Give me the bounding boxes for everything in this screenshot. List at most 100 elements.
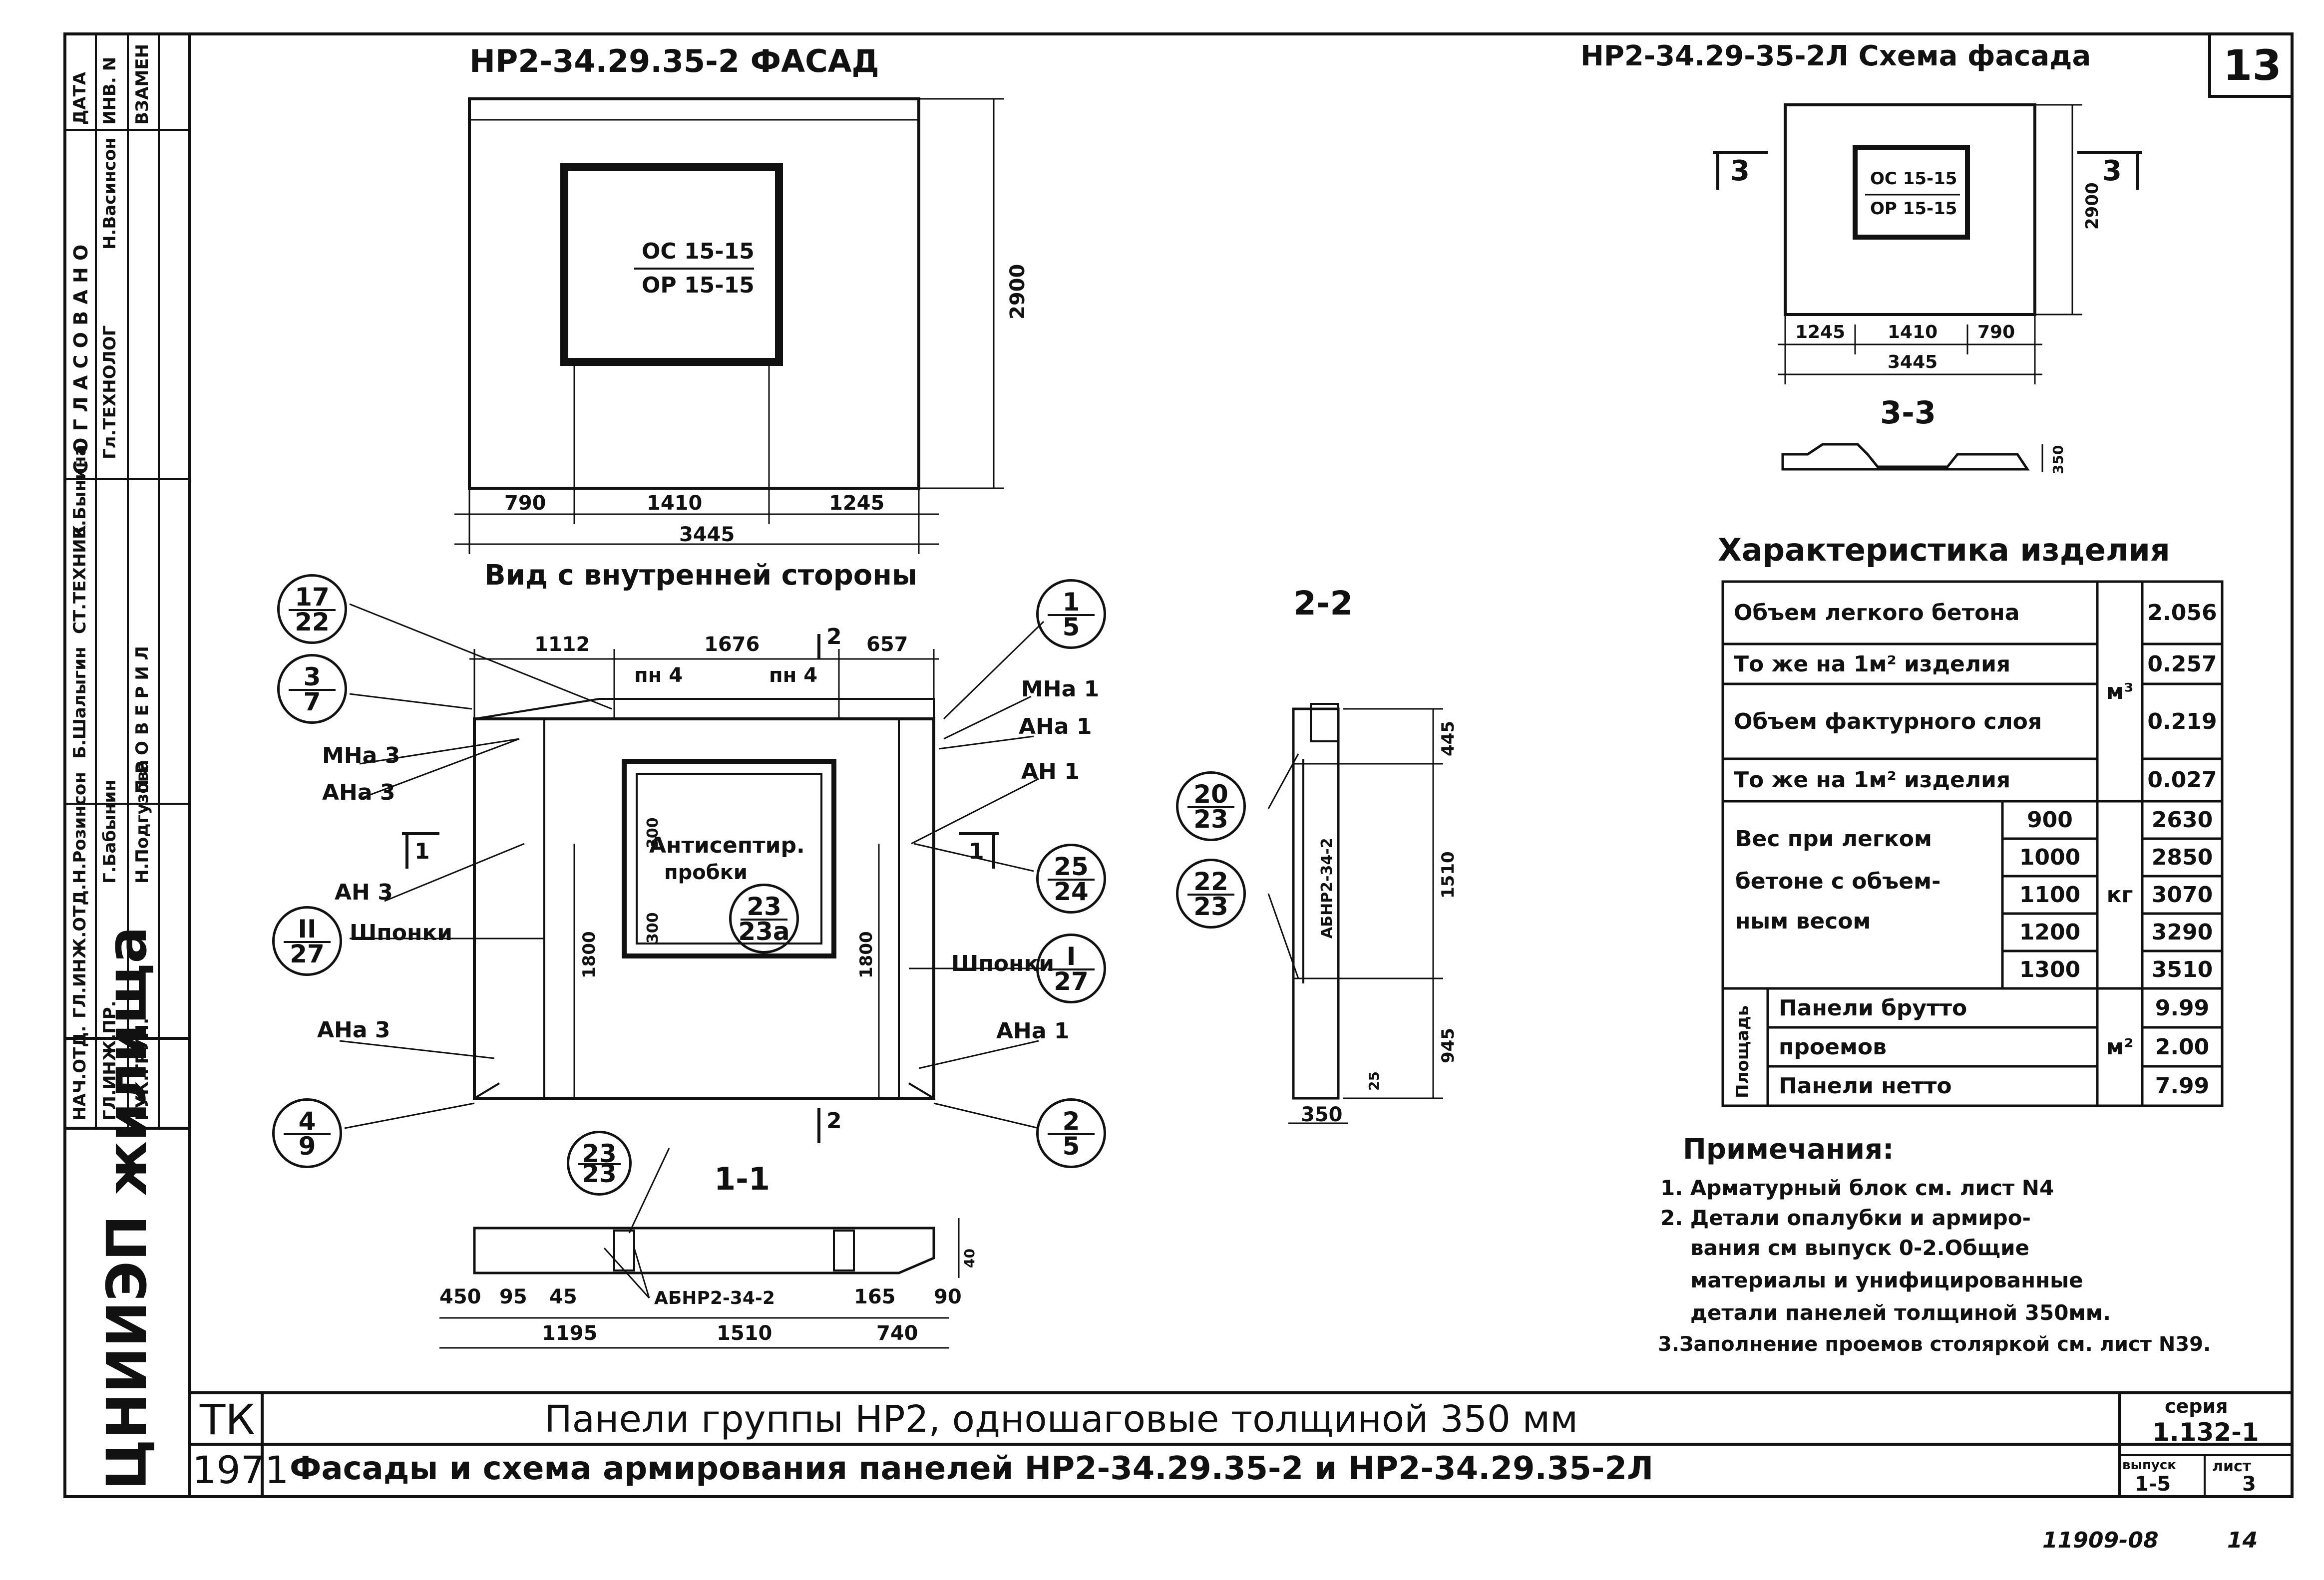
char-row-3-value: 0.219 [2147, 708, 2217, 734]
inner-label-an1: АН 1 [1021, 759, 1080, 784]
weight-value-1000: 2850 [2151, 845, 2213, 870]
titleblock-series: 1.132-1 [2152, 1418, 2259, 1447]
inner-top-dim-mid: 1676 [704, 633, 760, 656]
inner-label-mna3: МНа 3 [322, 743, 400, 768]
inner-label-an3: АН 3 [335, 880, 393, 905]
stamp-name-5: СТ.ТЕХНИК [70, 525, 90, 634]
inner-label-ana3-top: АНа 3 [322, 780, 395, 805]
weight-label-line-1: Вес при легком [1735, 826, 1932, 852]
inner-label-shponki-left: Шпонки [350, 920, 453, 946]
callout-top: 22 [1193, 867, 1228, 896]
section-1-1-title: 1-1 [714, 1161, 771, 1197]
archive-page: 14 [2227, 1528, 2258, 1553]
stamp-replace: ВЗАМЕН [132, 44, 152, 125]
callout-bottom: 27 [1054, 967, 1089, 996]
scheme-dim-left: 1245 [1795, 322, 1846, 342]
stamp-name-4: Б.Шалыгин [70, 646, 90, 759]
note-line-3: вания см выпуск 0-2.Общие [1690, 1236, 2029, 1260]
stamp-positions: НАЧ.ОТД. [70, 1025, 90, 1121]
callout-top: 3 [303, 662, 321, 691]
stamp-checked: П Р О В Е Р И Л [132, 646, 152, 794]
characteristics-title: Характеристика изделия [1718, 532, 2170, 568]
weight-unit: кг [2106, 882, 2133, 908]
scheme-dim-total: 3445 [1888, 352, 1938, 372]
section-2-2-label: АБНР2-34-2 [1318, 838, 1336, 939]
callout-bottom: 24 [1054, 877, 1089, 906]
char-row-4-label: То же на 1м² изделия [1734, 767, 2011, 793]
char-row-2-label: То же на 1м² изделия [1734, 651, 2011, 677]
callout-top: 17 [295, 583, 330, 612]
notes-title: Примечания: [1683, 1133, 1894, 1166]
titleblock-code: ТК [200, 1395, 255, 1444]
note-line-4: материалы и унифицированные [1690, 1268, 2083, 1292]
titleblock-sheet-label: лист [2212, 1458, 2252, 1475]
callout-bottom: 5 [1062, 613, 1080, 641]
facade-drawing [454, 97, 1004, 554]
section-1-1-dim-1195: 1195 [542, 1322, 598, 1345]
stamp-inv: ИНВ. N [100, 56, 120, 125]
inner-height-dim-left: 1800 [579, 931, 599, 978]
area-brutto-value: 9.99 [2155, 995, 2210, 1021]
inner-label-mna1: МНа 1 [1021, 676, 1100, 702]
callout-bottom: 5 [1062, 1132, 1080, 1161]
char-row-1-label: Объем легкого бетона [1734, 600, 2020, 626]
cut-1-left: 1 [414, 839, 430, 864]
section-2-2-dim-350: 350 [1301, 1103, 1343, 1126]
char-row-2-value: 0.257 [2147, 651, 2217, 677]
inner-view-drawing [339, 603, 1045, 1143]
char-unit-volume: м³ [2106, 678, 2134, 704]
section-1-1-dim-90: 90 [934, 1285, 962, 1308]
inner-label-ana1-top: АНа 1 [1019, 714, 1092, 739]
facade-caption: Вид с внутренней стороны [484, 559, 917, 592]
inner-text-antiseptir: Антисептир. [649, 833, 805, 858]
callout-bottom: 23 [1193, 805, 1228, 834]
note-line-5: детали панелей толщиной 350мм. [1690, 1300, 2111, 1325]
scheme-height-dim: 2900 [2082, 182, 2102, 230]
section-2-2-dim-1510: 1510 [1438, 851, 1458, 899]
callout-top: 23 [747, 892, 781, 921]
scheme-dim-right: 790 [1977, 322, 2015, 342]
note-line-1: 1. Арматурный блок см. лист N4 [1660, 1176, 2054, 1200]
weight-density-1100: 1100 [2019, 882, 2081, 908]
char-row-4-value: 0.027 [2147, 767, 2217, 793]
callout-bottom: 23а [738, 917, 790, 946]
callout-top: 2 [1062, 1107, 1080, 1136]
cut-2-top: 2 [826, 624, 842, 649]
weight-value-1300: 3510 [2151, 957, 2213, 982]
titleblock-series-label: серия [2165, 1395, 2228, 1417]
facade-dim-total: 3445 [679, 523, 735, 546]
section-3-3-dim: 350 [2050, 445, 2066, 474]
section-1-1-dim-450: 450 [439, 1285, 481, 1308]
area-brutto-label: Панели брутто [1779, 995, 1967, 1021]
callout-top: 4 [298, 1107, 316, 1136]
titleblock-sheet: 3 [2242, 1473, 2256, 1496]
section-3-3-title: 3-3 [1880, 394, 1937, 431]
inner-label-pn4-left: пн 4 [634, 664, 683, 687]
facade-window-top-label: ОС 15-15 [642, 239, 755, 264]
section-1-1-dim-95: 95 [499, 1285, 527, 1308]
note-line-2: 2. Детали опалубки и армиро- [1660, 1206, 2031, 1230]
callout-bottom: 23 [582, 1159, 617, 1188]
titleblock-year: 1971 [192, 1448, 289, 1492]
area-openings-label: проемов [1779, 1034, 1887, 1060]
callout-bottom: 27 [290, 940, 325, 968]
char-row-1-value: 2.056 [2147, 600, 2217, 626]
inner-text-probki: пробки [664, 861, 748, 884]
titleblock-issue: 1-5 [2135, 1473, 2171, 1496]
inner-dim-300-top: 300 [644, 817, 662, 849]
stamp-date: ДАТА [70, 71, 90, 125]
scheme-window-bottom-label: ОР 15-15 [1870, 199, 1957, 219]
section-1-1-dim-1510: 1510 [717, 1322, 773, 1345]
stamp-agreed: С О Г Л А С О В А Н О [70, 244, 92, 474]
section-1-1-dim-165: 165 [854, 1285, 896, 1308]
area-netto-value: 7.99 [2155, 1073, 2210, 1099]
callout-top: II [298, 915, 317, 944]
